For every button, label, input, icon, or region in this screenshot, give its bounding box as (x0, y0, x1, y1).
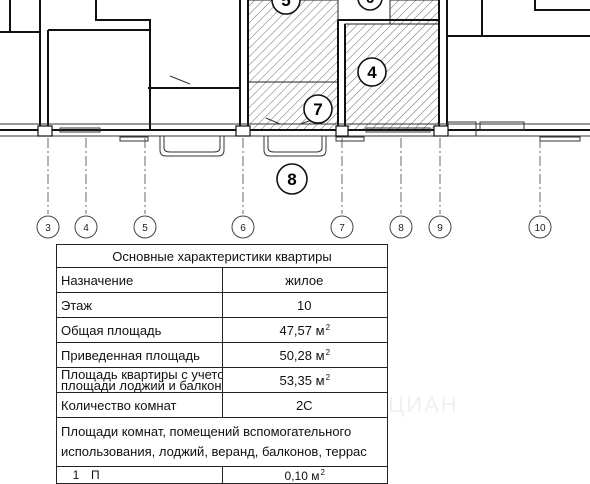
table-row: Этаж 10 (56, 292, 388, 318)
table-row: Общая площадь 47,57 м2 (56, 317, 388, 343)
row-value: 53,35 м2 (221, 367, 388, 393)
row-label: Приведенная площадь (56, 342, 223, 368)
row-label: Этаж (56, 292, 223, 318)
row-label: Количество комнат (56, 392, 223, 418)
room-marker-6: 6 (357, 0, 383, 11)
room-marker-8: 8 (276, 163, 308, 195)
row-label: Площадь квартиры с учетом полнойплощади … (56, 367, 223, 393)
table-row: Назначение жилое (56, 267, 388, 293)
rooms-areas-note: Площади комнат, помещений вспомогательно… (56, 417, 388, 467)
row-label: Назначение (56, 267, 223, 293)
axis-marker-4: 4 (74, 215, 98, 239)
svg-text:7: 7 (313, 100, 322, 119)
row-value: 2С (221, 392, 388, 418)
svg-text:8: 8 (287, 170, 296, 189)
watermark: ЦИАН (388, 392, 459, 417)
room-marker-7: 7 (303, 94, 333, 124)
row-value: 10 (221, 292, 388, 318)
row-label: Общая площадь (56, 317, 223, 343)
svg-text:5: 5 (142, 223, 148, 234)
row-value: жилое (221, 267, 388, 293)
apartment-spec-table: Основные характеристики квартиры Назначе… (56, 244, 388, 484)
svg-text:5: 5 (281, 0, 290, 10)
svg-text:10: 10 (534, 223, 546, 234)
axis-marker-5: 5 (133, 215, 157, 239)
room-marker-4: 4 (357, 57, 387, 87)
axis-marker-7: 7 (330, 215, 354, 239)
axis-marker-6: 6 (231, 215, 255, 239)
hatched-room-5 (247, 0, 339, 83)
row-value: 50,28 м2 (221, 342, 388, 368)
table-row: Площадь квартиры с учетом полнойплощади … (56, 367, 388, 393)
axis-marker-8: 8 (389, 215, 413, 239)
axis-marker-3: 3 (36, 215, 60, 239)
room-marker-5: 5 (271, 0, 301, 15)
row-value: 0,10 м2 (221, 466, 388, 484)
table-note-row: Площади комнат, помещений вспомогательно… (56, 417, 388, 467)
svg-text:3: 3 (45, 223, 51, 234)
svg-text:4: 4 (83, 223, 89, 234)
floor-plan: 5 6 4 7 8 3 4 5 6 7 8 9 10 (0, 0, 590, 239)
table-header-row: Основные характеристики квартиры (56, 244, 388, 268)
svg-text:6: 6 (240, 223, 246, 234)
svg-text:9: 9 (437, 223, 443, 234)
axis-marker-10: 10 (528, 215, 552, 239)
table-row: Приведенная площадь 50,28 м2 (56, 342, 388, 368)
axis-marker-9: 9 (428, 215, 452, 239)
svg-text:4: 4 (367, 63, 377, 82)
svg-text:8: 8 (398, 223, 404, 234)
table-title: Основные характеристики квартиры (56, 244, 388, 268)
svg-text:7: 7 (339, 223, 345, 234)
svg-text:6: 6 (366, 0, 374, 7)
row-value: 47,57 м2 (221, 317, 388, 343)
table-row: Количество комнат 2С (56, 392, 388, 418)
